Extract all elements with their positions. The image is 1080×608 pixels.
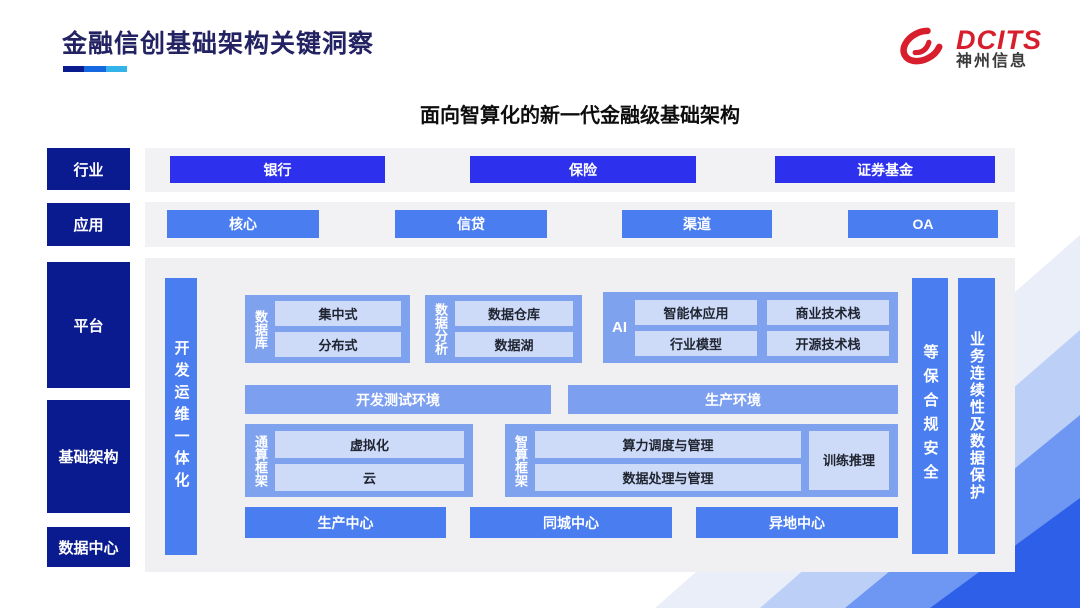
analytics-item-warehouse: 数据仓库 (455, 301, 573, 326)
ai-item-open-source-stack: 开源技术栈 (767, 330, 889, 356)
logo-brand-text: DCITS (956, 24, 1042, 55)
intelligent-compute-item-data-processing: 数据处理与管理 (535, 463, 801, 491)
platform-panel: 开发运维一体化 数据库 集中式 分布式 数据分析 数据仓库 数据湖 AI 智能体… (145, 258, 1015, 572)
ai-item-commercial-stack: 商业技术栈 (767, 299, 889, 325)
database-group: 数据库 集中式 分布式 (245, 295, 410, 363)
remote-center: 异地中心 (696, 507, 898, 538)
general-compute-group-label: 通算框架 (253, 434, 268, 487)
intelligent-compute-item-scheduling: 算力调度与管理 (535, 430, 801, 458)
rail-datacenter: 数据中心 (47, 527, 130, 567)
intelligent-compute-group: 智算框架 算力调度与管理 数据处理与管理 训练推理 (505, 424, 898, 497)
ai-item-industry-models: 行业模型 (635, 330, 757, 356)
application-item-oa: OA (848, 210, 998, 238)
production-center: 生产中心 (245, 507, 446, 538)
industry-item-securities-funds: 证券基金 (775, 156, 995, 183)
dcits-swirl-icon (896, 20, 948, 77)
database-item-distributed: 分布式 (275, 332, 401, 357)
devops-bar: 开发运维一体化 (165, 278, 197, 555)
application-item-credit: 信贷 (395, 210, 547, 238)
intelligent-compute-item-training-inference: 训练推理 (809, 431, 889, 490)
security-compliance-bar: 等保合规安全 (912, 278, 948, 554)
business-continuity-bar: 业务连续性及数据保护 (958, 278, 995, 554)
general-compute-item-cloud: 云 (275, 463, 464, 491)
page-title: 金融信创基础架构关键洞察 (62, 30, 375, 58)
database-item-centralized: 集中式 (275, 301, 401, 326)
rail-application: 应用 (47, 203, 130, 246)
rail-platform: 平台 (47, 262, 130, 388)
analytics-group: 数据分析 数据仓库 数据湖 (425, 295, 582, 363)
rail-infrastructure: 基础架构 (47, 400, 130, 513)
industry-item-bank: 银行 (170, 156, 385, 183)
general-compute-group: 通算框架 虚拟化 云 (245, 424, 473, 497)
analytics-group-label: 数据分析 (433, 303, 448, 355)
same-city-center: 同城中心 (470, 507, 672, 538)
ai-group-label: AI (612, 319, 627, 336)
production-environment-bar: 生产环境 (568, 385, 898, 414)
diagram-title: 面向智算化的新一代金融级基础架构 (420, 105, 740, 127)
title-underline (63, 66, 127, 72)
ai-item-agent-apps: 智能体应用 (635, 299, 757, 325)
application-item-channel: 渠道 (622, 210, 772, 238)
rail-industry: 行业 (47, 148, 130, 190)
analytics-item-lake: 数据湖 (455, 332, 573, 357)
database-group-label: 数据库 (253, 309, 268, 349)
industry-item-insurance: 保险 (470, 156, 696, 183)
general-compute-item-virtualization: 虚拟化 (275, 430, 464, 458)
dev-test-environment-bar: 开发测试环境 (245, 385, 551, 414)
application-item-core: 核心 (167, 210, 319, 238)
company-logo: DCITS 神州信息 (896, 20, 1042, 77)
ai-group: AI 智能体应用 商业技术栈 行业模型 开源技术栈 (603, 292, 898, 363)
logo-company-text: 神州信息 (956, 53, 1029, 71)
intelligent-compute-group-label: 智算框架 (513, 434, 528, 487)
